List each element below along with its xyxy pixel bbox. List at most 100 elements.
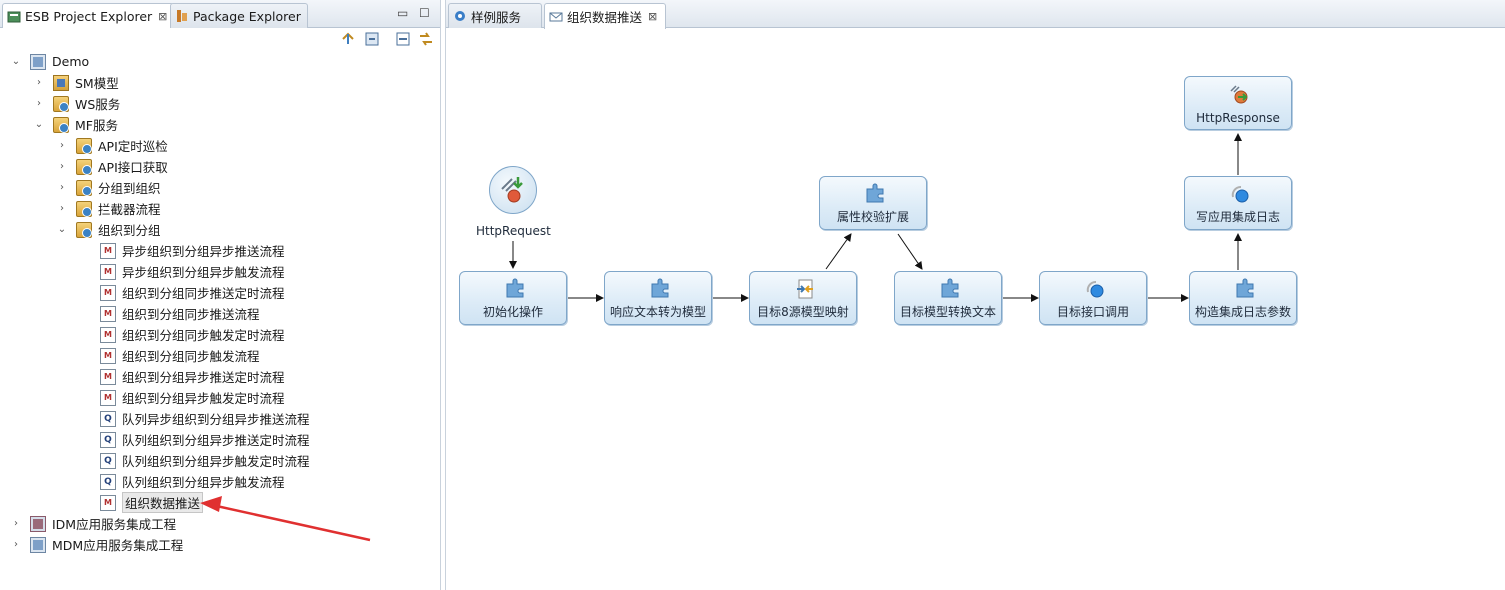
tree-item-label: API定时巡检 bbox=[98, 139, 168, 154]
tree-item-label: 异步组织到分组异步触发流程 bbox=[122, 265, 285, 280]
expand-twisty[interactable]: ⌄ bbox=[11, 56, 21, 67]
tree-item-ws-service[interactable]: › WS服务 bbox=[33, 93, 120, 114]
tree-item-label: 队列组织到分组异步触发定时流程 bbox=[122, 454, 310, 469]
tab-package-explorer[interactable]: Package Explorer bbox=[170, 3, 308, 28]
tree-item-mdm-project[interactable]: › MDM应用服务集成工程 bbox=[10, 534, 183, 555]
tree-item-api-fetch[interactable]: › API接口获取 bbox=[56, 156, 168, 177]
tree-item-label: 组织到分组同步推送定时流程 bbox=[122, 286, 285, 301]
close-icon[interactable]: ⊠ bbox=[648, 10, 658, 23]
tree-item-api-timer[interactable]: › API定时巡检 bbox=[56, 135, 168, 156]
queue-icon: Q bbox=[100, 431, 116, 448]
tree-item-queue-flow[interactable]: Q 队列异步组织到分组异步推送流程 bbox=[80, 408, 310, 429]
queue-icon: Q bbox=[100, 410, 116, 427]
envelope-icon bbox=[549, 10, 563, 24]
tree-item-org-data-push[interactable]: M 组织数据推送 bbox=[80, 492, 204, 513]
flow-node-write-log[interactable]: 写应用集成日志 bbox=[1184, 176, 1292, 230]
puzzle-icon bbox=[506, 278, 524, 298]
expand-twisty[interactable]: › bbox=[60, 203, 64, 214]
flow-node-label: 初始化操作 bbox=[482, 305, 543, 319]
minimize-icon[interactable]: ▭ bbox=[397, 6, 409, 20]
flow-icon: M bbox=[100, 368, 116, 385]
tree-item-flow[interactable]: M 组织到分组同步触发定时流程 bbox=[80, 324, 285, 345]
tree-item-label: 组织到分组异步触发定时流程 bbox=[122, 391, 285, 406]
flow-canvas[interactable]: HttpRequest 初始化操作 响应文本转为模型 目标8源模型映射 属性校验… bbox=[446, 28, 1505, 590]
tree-item-flow[interactable]: M 组织到分组同步推送定时流程 bbox=[80, 282, 285, 303]
tree-item-flow[interactable]: M 异步组织到分组异步推送流程 bbox=[80, 240, 285, 261]
expand-twisty[interactable]: ⌄ bbox=[57, 224, 67, 235]
idm-project-icon bbox=[30, 515, 46, 532]
package-icon bbox=[76, 179, 92, 196]
sync-icon[interactable] bbox=[340, 31, 357, 47]
tree-item-org-to-group[interactable]: ⌄ 组织到分组 bbox=[56, 219, 161, 240]
expand-twisty[interactable]: › bbox=[37, 77, 41, 88]
tree-item-interceptor[interactable]: › 拦截器流程 bbox=[56, 198, 161, 219]
maximize-icon[interactable]: ☐ bbox=[419, 6, 430, 20]
tree-item-mf-service[interactable]: ⌄ MF服务 bbox=[33, 114, 118, 135]
flow-node-validate[interactable]: 属性校验扩展 bbox=[819, 176, 927, 230]
flow-node-label: 响应文本转为模型 bbox=[609, 305, 706, 319]
explorer-toolbar bbox=[0, 28, 440, 50]
package-explorer-icon bbox=[175, 9, 189, 23]
expand-twisty[interactable]: › bbox=[37, 98, 41, 109]
flow-node-http-request[interactable] bbox=[489, 166, 537, 214]
tree-item-label: 组织到分组同步触发定时流程 bbox=[122, 328, 285, 343]
tree-item-label: 组织到分组 bbox=[98, 223, 161, 238]
expand-twisty[interactable]: › bbox=[14, 518, 18, 529]
tree-item-flow[interactable]: M 组织到分组异步推送定时流程 bbox=[80, 366, 285, 387]
http-response-icon bbox=[1230, 85, 1248, 104]
tree-item-idm-project[interactable]: › IDM应用服务集成工程 bbox=[10, 513, 176, 534]
flow-icon: M bbox=[100, 284, 116, 301]
tree-item-sm-model[interactable]: › SM模型 bbox=[33, 72, 119, 93]
mapping-icon bbox=[797, 279, 813, 299]
flow-node-log-params[interactable]: 构造集成日志参数 bbox=[1189, 271, 1297, 325]
flow-node-model-to-text[interactable]: 目标模型转换文本 bbox=[894, 271, 1002, 325]
expand-twisty[interactable]: › bbox=[60, 140, 64, 151]
tree-item-queue-flow[interactable]: Q 队列组织到分组异步触发定时流程 bbox=[80, 450, 310, 471]
flow-icon: M bbox=[100, 326, 116, 343]
tree-item-label: SM模型 bbox=[75, 76, 119, 91]
flow-node-mapping[interactable]: 目标8源模型映射 bbox=[749, 271, 857, 325]
flow-node-http-response[interactable]: HttpResponse bbox=[1184, 76, 1292, 130]
tree-item-label: IDM应用服务集成工程 bbox=[52, 517, 177, 532]
expand-twisty[interactable]: › bbox=[60, 161, 64, 172]
flow-node-invoke[interactable]: 目标接口调用 bbox=[1039, 271, 1147, 325]
tab-label: ESB Project Explorer bbox=[25, 9, 153, 24]
puzzle-icon bbox=[941, 278, 959, 298]
flow-node-label: 目标8源模型映射 bbox=[757, 305, 849, 319]
flow-icon: M bbox=[100, 347, 116, 364]
editor-tab-bar: 样例服务 组织数据推送 ⊠ bbox=[446, 0, 1505, 29]
close-icon[interactable]: ⊠ bbox=[158, 10, 168, 23]
flow-node-label: HttpRequest bbox=[476, 224, 551, 238]
tree-item-flow[interactable]: M 组织到分组同步推送流程 bbox=[80, 303, 260, 324]
tree-item-flow[interactable]: M 异步组织到分组异步触发流程 bbox=[80, 261, 285, 282]
puzzle-icon bbox=[1236, 278, 1254, 298]
tree-item-demo[interactable]: ⌄ Demo bbox=[10, 51, 89, 72]
expand-twisty[interactable]: › bbox=[60, 182, 64, 193]
flow-edges bbox=[509, 133, 1242, 302]
tree-item-flow[interactable]: M 组织到分组同步触发流程 bbox=[80, 345, 260, 366]
tab-sample-service[interactable]: 样例服务 bbox=[448, 3, 542, 28]
flow-node-resp-to-model[interactable]: 响应文本转为模型 bbox=[604, 271, 712, 325]
tree-item-label: API接口获取 bbox=[98, 160, 168, 175]
expand-twisty[interactable]: ⌄ bbox=[34, 119, 44, 130]
tree-item-queue-flow[interactable]: Q 队列组织到分组异步推送定时流程 bbox=[80, 429, 310, 450]
flow-node-label: 写应用集成日志 bbox=[1195, 210, 1280, 224]
globe-icon bbox=[1086, 281, 1104, 298]
tab-esb-project-explorer[interactable]: ESB Project Explorer ⊠ bbox=[2, 3, 175, 29]
tab-org-data-push[interactable]: 组织数据推送 ⊠ bbox=[544, 3, 666, 29]
minimize-view-icon[interactable] bbox=[395, 31, 412, 47]
tree-item-label: 队列异步组织到分组异步推送流程 bbox=[122, 412, 310, 427]
collapse-icon[interactable] bbox=[364, 31, 381, 47]
tree-item-queue-flow[interactable]: Q 队列组织到分组异步触发流程 bbox=[80, 471, 285, 492]
package-icon bbox=[76, 200, 92, 217]
project-icon bbox=[30, 53, 46, 70]
tree-item-flow[interactable]: M 组织到分组异步触发定时流程 bbox=[80, 387, 285, 408]
tree-item-group-to-org[interactable]: › 分组到组织 bbox=[56, 177, 161, 198]
package-icon bbox=[53, 95, 69, 112]
tree-item-label: 分组到组织 bbox=[98, 181, 161, 196]
flow-icon: M bbox=[100, 494, 116, 511]
flow-node-label: 目标模型转换文本 bbox=[899, 305, 996, 319]
expand-twisty[interactable]: › bbox=[14, 539, 18, 550]
link-editor-icon[interactable] bbox=[418, 31, 435, 47]
flow-node-init[interactable]: 初始化操作 bbox=[459, 271, 567, 325]
